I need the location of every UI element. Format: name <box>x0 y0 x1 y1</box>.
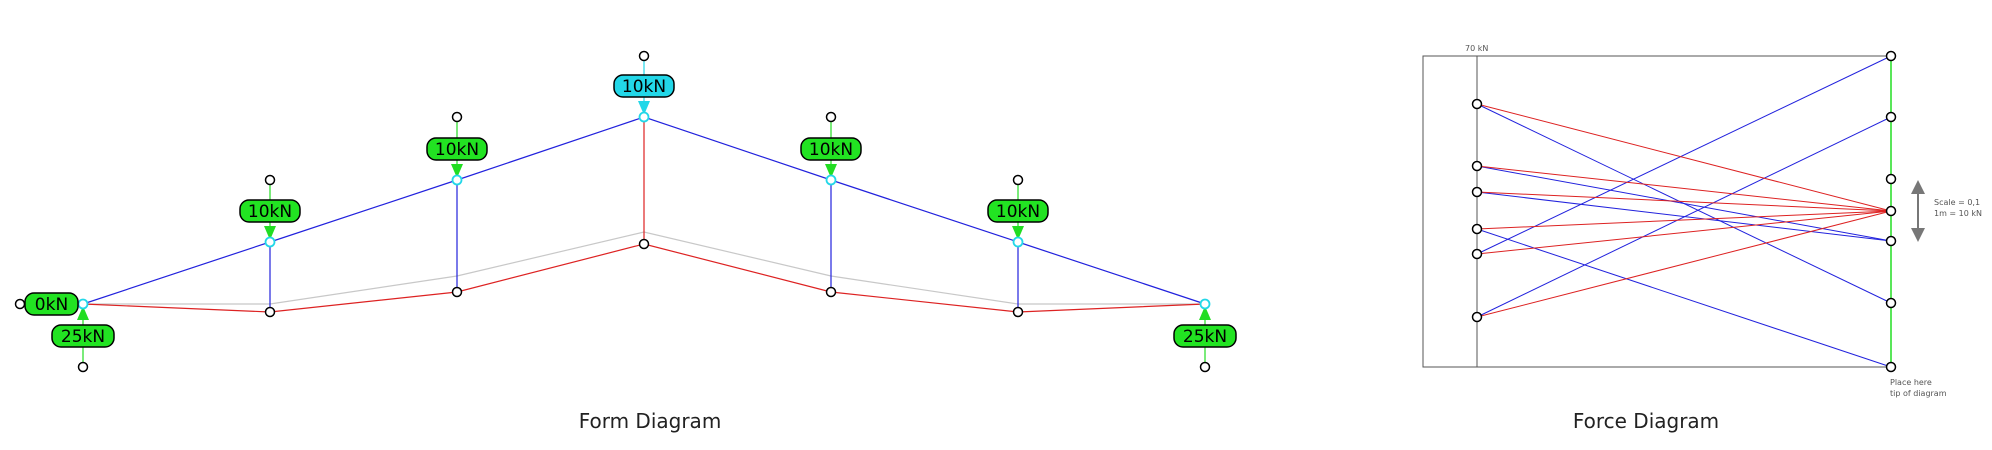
reaction-arrow-left <box>77 306 89 320</box>
load-label-text: 25kN <box>1183 327 1227 347</box>
load-handle-4[interactable] <box>825 111 837 123</box>
bottom-node-1[interactable] <box>264 306 276 318</box>
force-member[interactable] <box>1476 103 1892 212</box>
load-label-text: 25kN <box>61 327 105 347</box>
top-node-5[interactable] <box>1012 236 1024 248</box>
load-label-bg <box>800 137 862 161</box>
force-node[interactable] <box>1471 98 1483 110</box>
load-arrow-5 <box>1012 226 1024 240</box>
load-handle-3[interactable] <box>638 50 650 62</box>
force-member[interactable] <box>1476 210 1892 230</box>
tension-members <box>1476 103 1892 318</box>
scale-unit-label: 1m = 10 kN <box>1934 209 1982 218</box>
reaction-handle-left[interactable] <box>77 361 89 373</box>
top-node-1[interactable] <box>264 236 276 248</box>
top-node-4[interactable] <box>825 174 837 186</box>
force-member[interactable] <box>1476 165 1892 242</box>
load-arrow-1 <box>264 226 276 240</box>
force-node[interactable] <box>1885 297 1897 309</box>
load-label-text: 10kN <box>248 202 292 222</box>
force-node[interactable] <box>1885 50 1897 62</box>
force-member[interactable] <box>1476 210 1892 255</box>
load-label-bg <box>1173 324 1237 348</box>
force-node[interactable] <box>1471 311 1483 323</box>
top-node-left-support[interactable] <box>77 298 89 310</box>
reaction-handle-right[interactable] <box>1199 361 1211 373</box>
form-diagram-caption: Form Diagram <box>579 409 722 433</box>
force-node[interactable] <box>1885 173 1897 185</box>
load-label-4[interactable]: 10kN <box>800 137 862 161</box>
load-label-text: 10kN <box>996 202 1040 222</box>
force-node[interactable] <box>1885 111 1897 123</box>
force-diagram-caption: Force Diagram <box>1573 409 1719 433</box>
load-label-1[interactable]: 10kN <box>239 199 301 223</box>
force-node[interactable] <box>1471 223 1483 235</box>
force-node[interactable] <box>1471 186 1483 198</box>
load-label-support-left[interactable]: 0kN <box>24 292 79 316</box>
top-node-apex[interactable] <box>638 111 650 123</box>
form-diagram: 0kN 25kN 10kN 10kN 10kN 10kN 10kN 25kN <box>14 50 1237 433</box>
scale-label: Scale = 0,1 <box>1934 198 1980 207</box>
bottom-node-5[interactable] <box>1012 306 1024 318</box>
bottom-node-4[interactable] <box>825 286 837 298</box>
top-node-right-support[interactable] <box>1199 298 1211 310</box>
force-pole-node[interactable] <box>1885 205 1897 217</box>
load-handle-1[interactable] <box>264 174 276 186</box>
load-label-bg <box>426 137 488 161</box>
support-handle-left[interactable] <box>14 298 26 310</box>
load-label-text: 10kN <box>435 140 479 160</box>
bottom-chord[interactable] <box>82 243 1206 313</box>
force-node[interactable] <box>1471 248 1483 260</box>
load-handle-2[interactable] <box>451 111 463 123</box>
load-label-3-selected[interactable]: 10kN <box>613 74 675 98</box>
compression-members <box>1476 55 1892 368</box>
force-member[interactable] <box>1476 191 1892 242</box>
top-node-2[interactable] <box>451 174 463 186</box>
force-node[interactable] <box>1885 235 1897 247</box>
load-label-2[interactable]: 10kN <box>426 137 488 161</box>
load-label-bg <box>613 74 675 98</box>
load-label-bg <box>24 292 79 316</box>
force-node[interactable] <box>1471 160 1483 172</box>
load-label-bg <box>239 199 301 223</box>
force-diagram-frame <box>1422 55 1892 368</box>
load-arrow-4 <box>825 164 837 178</box>
load-handle-5[interactable] <box>1012 174 1024 186</box>
force-node[interactable] <box>1885 361 1897 373</box>
load-arrow-2 <box>451 164 463 178</box>
load-label-text: 10kN <box>809 140 853 160</box>
load-label-bg <box>987 199 1049 223</box>
force-member[interactable] <box>1476 165 1892 212</box>
reaction-arrow-right <box>1199 306 1211 320</box>
force-member[interactable] <box>1476 55 1892 255</box>
load-label-bg <box>51 324 115 348</box>
force-member[interactable] <box>1476 228 1892 368</box>
force-diagram: 70 kN Scale = 0,1 1m = 10 kN Place here … <box>1422 44 1982 433</box>
load-label-reaction-right[interactable]: 25kN <box>1173 324 1237 348</box>
force-member[interactable] <box>1476 191 1892 212</box>
load-arrow-3 <box>638 101 650 115</box>
scale-arrow-icon[interactable] <box>1911 180 1925 242</box>
bottom-node-3[interactable] <box>638 238 650 250</box>
force-member[interactable] <box>1476 210 1892 318</box>
hint-label-line-1: Place here <box>1890 378 1932 387</box>
load-label-text: 0kN <box>35 295 68 315</box>
hint-label-line-2: tip of diagram <box>1890 389 1947 398</box>
bottom-node-2[interactable] <box>451 286 463 298</box>
magnitude-label: 70 kN <box>1465 44 1488 53</box>
load-label-text: 10kN <box>622 77 666 97</box>
load-label-5[interactable]: 10kN <box>987 199 1049 223</box>
load-label-reaction-left[interactable]: 25kN <box>51 324 115 348</box>
